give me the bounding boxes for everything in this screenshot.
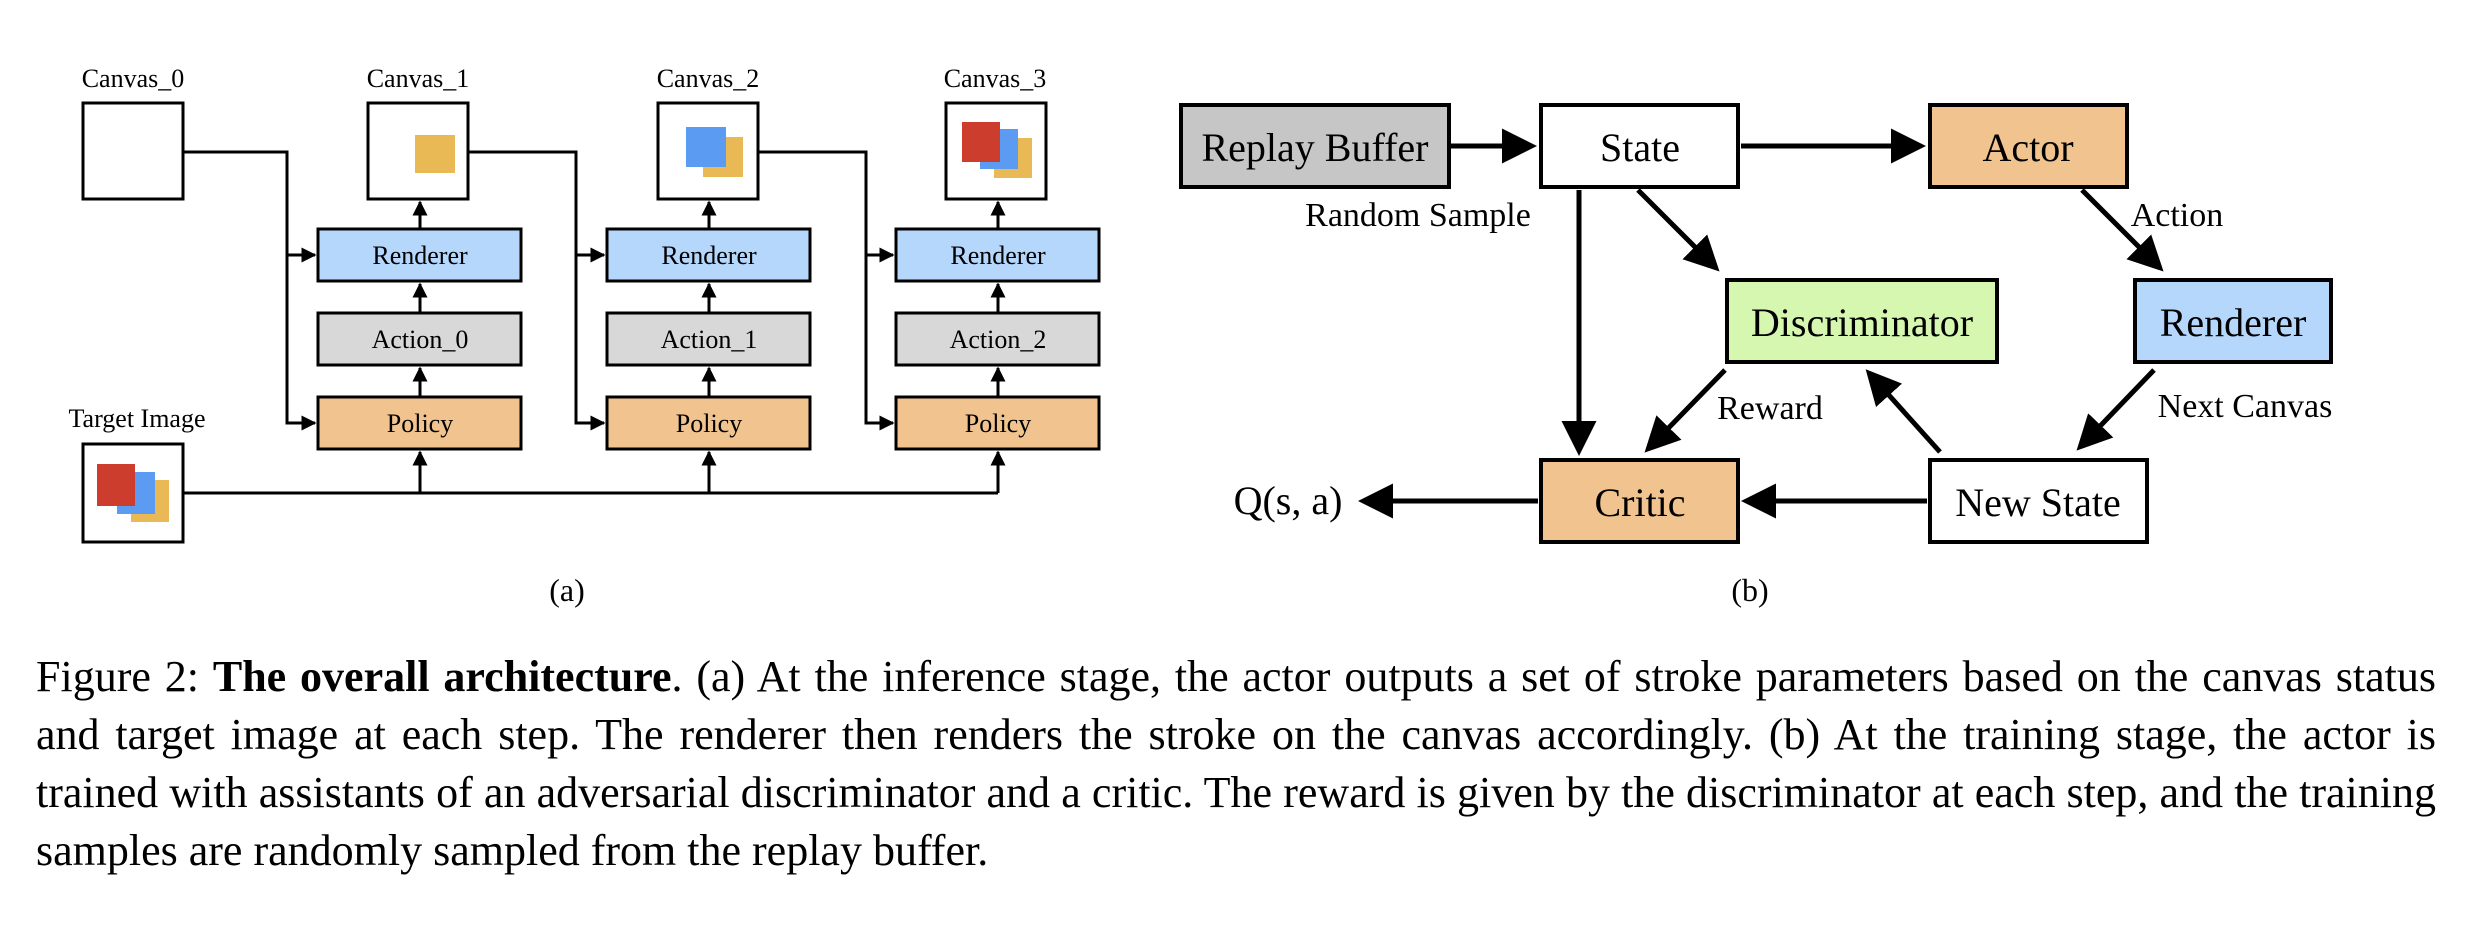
panel-a-sublabel: (a)	[549, 572, 585, 608]
renderer-box-3	[894, 227, 1101, 283]
new-state-node	[1928, 458, 2149, 544]
edge-label-action: Action	[2131, 197, 2224, 234]
renderer-node-label: Renderer	[2160, 300, 2307, 345]
caption-title: The overall architecture	[212, 652, 672, 701]
policy-box-3	[894, 395, 1101, 451]
critic-label: Critic	[1594, 480, 1685, 525]
actor-node	[1928, 103, 2129, 189]
panel-b-edges	[1358, 128, 2164, 519]
discriminator-node	[1725, 278, 1999, 364]
edge-state-to-discriminator	[1636, 188, 1720, 272]
edge-label-reward: Reward	[1717, 390, 1823, 427]
policy-box-2	[605, 395, 812, 451]
renderer-box-1	[316, 227, 523, 283]
critic-node	[1539, 458, 1740, 544]
canvas-2-stroke-blue	[686, 127, 726, 167]
canvas-1-label: Canvas_1	[367, 64, 470, 93]
canvas-feed-lines	[183, 150, 895, 431]
canvas-3-stroke-red	[962, 122, 1000, 162]
renderer-label-2: Renderer	[661, 241, 757, 270]
policy-label-2: Policy	[676, 409, 742, 438]
edge-renderer-to-new-state	[2076, 368, 2156, 451]
state-label: State	[1600, 125, 1680, 170]
discriminator-label: Discriminator	[1751, 300, 1973, 345]
replay-buffer-node	[1179, 103, 1451, 189]
canvas-2-label: Canvas_2	[657, 64, 760, 93]
panel-a: Canvas_0 Canvas_1 Canvas_2 Canvas_3 Targ…	[68, 64, 1101, 608]
edge-label-next-canvas: Next Canvas	[2158, 388, 2333, 425]
panel-b-sublabel: (b)	[1731, 572, 1768, 608]
renderer-label-1: Renderer	[372, 241, 468, 270]
edge-actor-to-renderer	[2080, 188, 2164, 272]
action-box-0	[316, 311, 523, 367]
panel-b: Replay Buffer State Actor Discriminator …	[1179, 103, 2333, 608]
replay-buffer-label: Replay Buffer	[1202, 125, 1429, 170]
caption-body: . (a) At the inference stage, the actor …	[36, 652, 2436, 875]
action-label-2: Action_2	[950, 325, 1047, 354]
action-box-2	[894, 311, 1101, 367]
policy-label-1: Policy	[387, 409, 453, 438]
caption-prefix: Figure 2:	[36, 652, 213, 701]
action-label-1: Action_1	[661, 325, 758, 354]
target-image-red	[97, 464, 135, 506]
new-state-label: New State	[1955, 480, 2121, 525]
renderer-box-2	[605, 227, 812, 283]
target-image-label: Target Image	[68, 404, 205, 433]
edge-label-random-sample: Random Sample	[1305, 197, 1531, 234]
actor-label: Actor	[1982, 125, 2073, 170]
edge-new-state-to-discriminator	[1865, 369, 1942, 454]
state-node	[1539, 103, 1740, 189]
renderer-node	[2133, 278, 2333, 364]
policy-label-3: Policy	[965, 409, 1031, 438]
canvas-3-label: Canvas_3	[944, 64, 1047, 93]
canvas-0-label: Canvas_0	[82, 64, 185, 93]
canvas-1-stroke-yellow	[415, 135, 455, 173]
architecture-diagram: Canvas_0 Canvas_1 Canvas_2 Canvas_3 Targ…	[68, 64, 2333, 608]
target-feed-lines	[183, 450, 1006, 495]
q-output-label: Q(s, a)	[1234, 478, 1343, 523]
canvas-0	[81, 101, 185, 201]
action-label-0: Action_0	[372, 325, 469, 354]
vertical-flow-arrows	[412, 200, 1006, 397]
renderer-label-3: Renderer	[950, 241, 1046, 270]
edge-discriminator-to-critic	[1644, 368, 1727, 453]
figure-caption: Figure 2: The overall architecture. (a) …	[36, 648, 2436, 880]
